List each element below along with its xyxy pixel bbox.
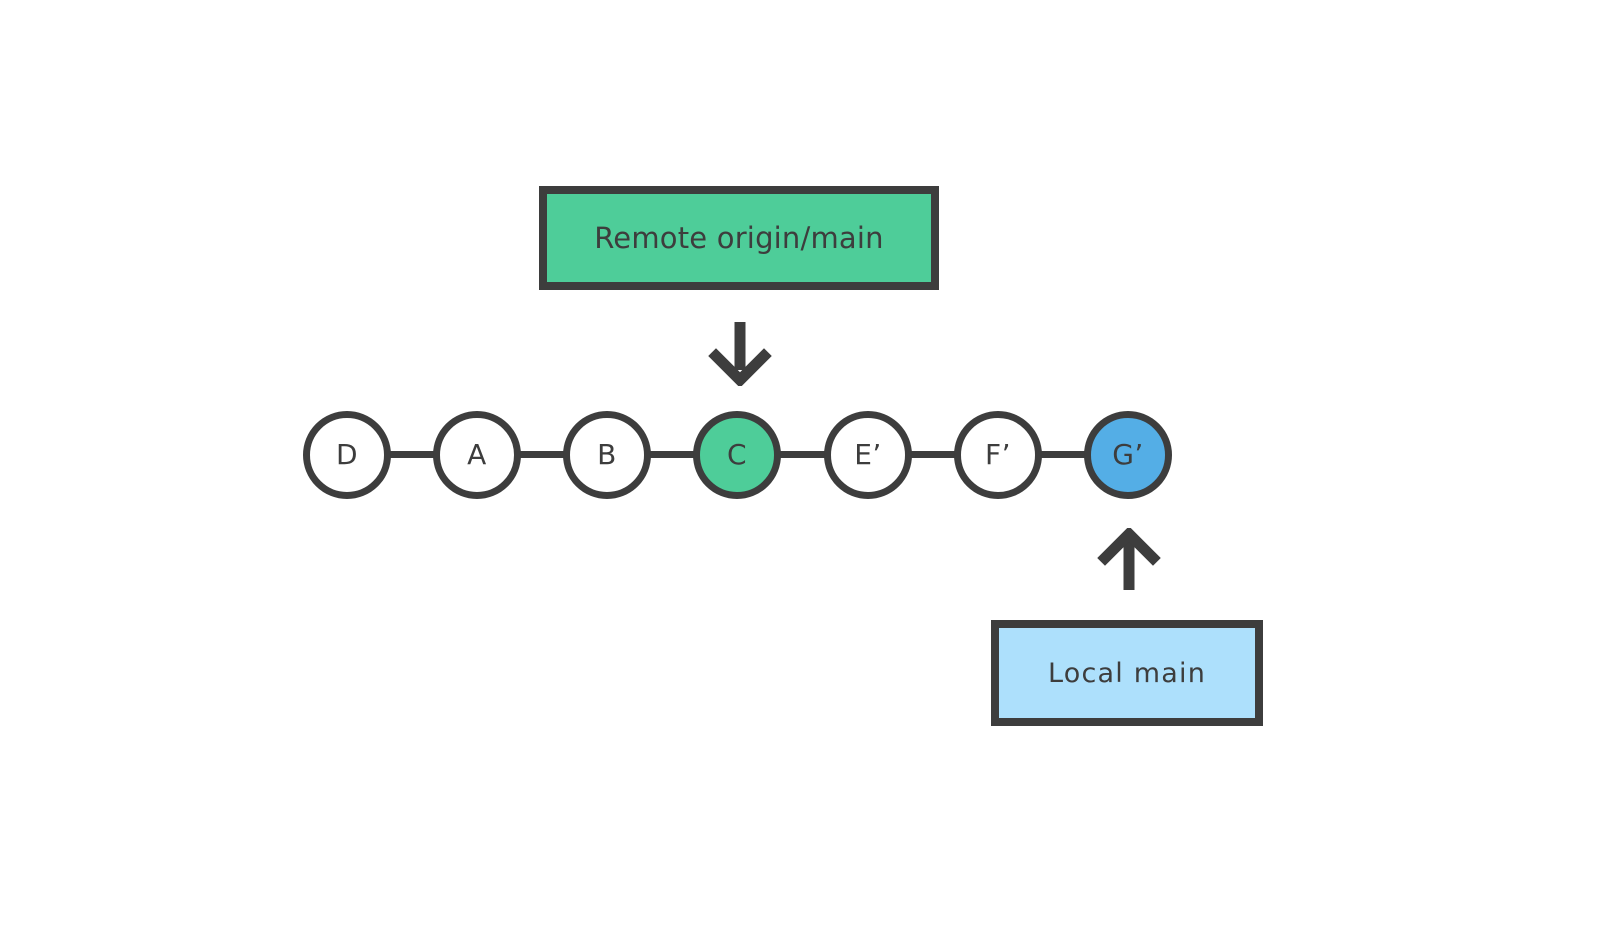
connector-a-b [516, 451, 570, 458]
commit-node-c[interactable]: C [693, 411, 781, 499]
remote-branch-label-text: Remote origin/main [594, 221, 884, 255]
local-branch-label-box: Local main [991, 620, 1263, 726]
connector-b-c [646, 451, 700, 458]
commit-node-a-label: A [467, 438, 487, 471]
commit-node-g-prime-label: G’ [1112, 438, 1144, 471]
commit-node-a[interactable]: A [433, 411, 521, 499]
local-branch-label-text: Local main [1047, 657, 1207, 689]
commit-node-d[interactable]: D [303, 411, 391, 499]
connector-f-prime-g-prime [1037, 451, 1091, 458]
commit-node-b-label: B [597, 438, 617, 471]
connector-d-a [386, 451, 440, 458]
arrow-up-icon [1097, 528, 1161, 590]
commit-node-e-prime[interactable]: E’ [824, 411, 912, 499]
arrow-down-icon [708, 322, 772, 386]
commit-node-d-label: D [335, 438, 359, 471]
commit-node-b[interactable]: B [563, 411, 651, 499]
connector-c-e-prime [776, 451, 831, 458]
remote-branch-label-box: Remote origin/main [539, 186, 939, 290]
connector-e-prime-f-prime [907, 451, 961, 458]
commit-node-f-prime-label: F’ [984, 438, 1011, 471]
commit-node-g-prime[interactable]: G’ [1084, 411, 1172, 499]
commit-node-f-prime[interactable]: F’ [954, 411, 1042, 499]
commit-node-c-label: C [726, 438, 748, 471]
commit-node-e-prime-label: E’ [854, 438, 882, 471]
